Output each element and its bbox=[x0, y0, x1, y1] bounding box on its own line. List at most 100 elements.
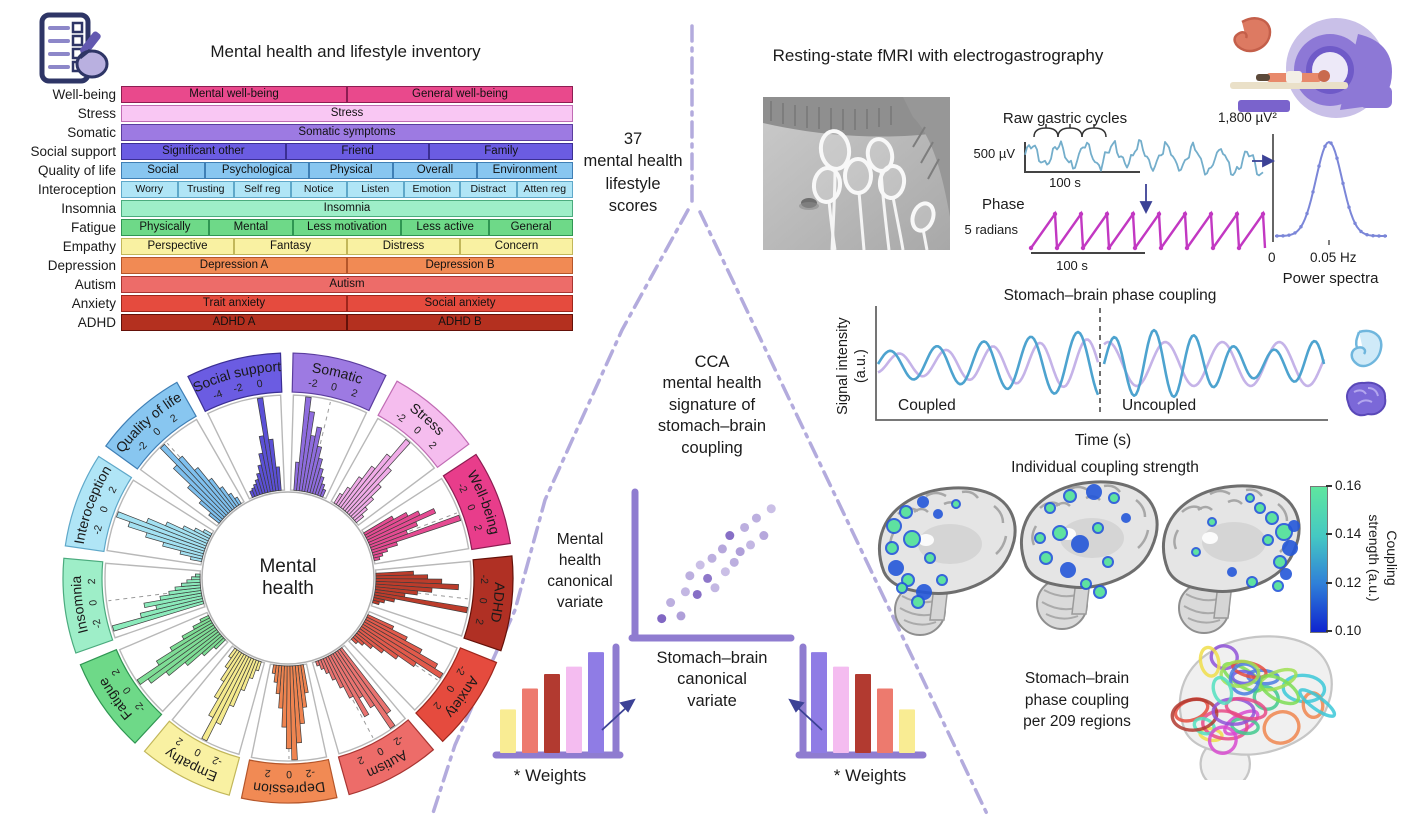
cca-title: CCA mental health signature of stomach–b… bbox=[657, 353, 767, 457]
inventory-row-label: Fatigue bbox=[70, 220, 116, 235]
inventory-cell: Social bbox=[121, 162, 205, 179]
egg-electrode-wires bbox=[827, 166, 929, 250]
inventory-cell: Overall bbox=[393, 162, 477, 179]
raw-gastric-title: Raw gastric cycles bbox=[1002, 110, 1128, 127]
inventory-cell: Somatic symptoms bbox=[121, 124, 573, 141]
svg-text:0: 0 bbox=[98, 505, 111, 515]
inventory-cell: Environment bbox=[476, 162, 574, 179]
coupled-label: Coupled bbox=[898, 397, 956, 414]
inventory-row-label: Social support bbox=[30, 144, 116, 159]
brain-icon bbox=[1346, 381, 1387, 417]
pencil-hand-icon bbox=[75, 31, 109, 79]
inventory-row-label: Stress bbox=[77, 106, 116, 121]
power-spectra-title: Power spectra bbox=[1282, 270, 1379, 287]
inventory-cell: Worry bbox=[121, 181, 178, 198]
regions-note: Stomach–brain phase coupling per 209 reg… bbox=[1023, 670, 1131, 731]
inventory-row-label: Empathy bbox=[62, 239, 116, 254]
inventory-row-label: Autism bbox=[74, 277, 116, 292]
mh-variate-label: Mental health canonical variate bbox=[547, 531, 613, 611]
svg-text:-2: -2 bbox=[478, 575, 490, 585]
inventory-cell: Self reg bbox=[234, 181, 291, 198]
inventory-row: Autism Autism bbox=[6, 276, 573, 293]
inventory-cell: Family bbox=[429, 143, 574, 160]
colorbar-tick-mark bbox=[1326, 485, 1332, 487]
inventory-row-label: Insomnia bbox=[61, 201, 116, 216]
svg-text:0: 0 bbox=[87, 599, 100, 606]
svg-text:2: 2 bbox=[109, 667, 122, 678]
inventory-cell: Friend bbox=[285, 143, 430, 160]
brain-slice bbox=[1019, 480, 1159, 630]
svg-text:2: 2 bbox=[106, 484, 119, 495]
coupling-colorbar bbox=[1310, 486, 1328, 633]
svg-text:2: 2 bbox=[264, 767, 271, 780]
inventory-row-label: Anxiety bbox=[71, 296, 116, 311]
svg-text:-2: -2 bbox=[90, 618, 104, 630]
coupling-ylabel: Signal intensity (a.u.) bbox=[834, 317, 869, 415]
coupling-plot bbox=[868, 302, 1333, 432]
weights-left-label: * Weights bbox=[513, 766, 587, 785]
individual-title: Individual coupling strength bbox=[1011, 459, 1199, 476]
inventory-cell: Trusting bbox=[177, 181, 234, 198]
inventory-cell: Significant other bbox=[121, 143, 286, 160]
brain-slice bbox=[1161, 484, 1301, 634]
svg-text:0: 0 bbox=[286, 768, 292, 780]
cca-scatter bbox=[625, 488, 797, 648]
inventory-cell: Perspective bbox=[121, 238, 234, 255]
svg-text:-2: -2 bbox=[232, 381, 244, 395]
colorbar-tick-mark bbox=[1326, 630, 1332, 632]
weights-left-chart bbox=[492, 640, 624, 765]
inventory-cell: General well-being bbox=[347, 86, 573, 103]
colorbar-tick-label: 0.12 bbox=[1335, 574, 1362, 590]
inventory-cell: Less motivation bbox=[292, 219, 402, 236]
svg-text:0: 0 bbox=[121, 684, 134, 696]
phase-label: Phase bbox=[982, 196, 1025, 213]
inventory-cell: Autism bbox=[121, 276, 573, 293]
colorbar-tick-label: 0.14 bbox=[1335, 526, 1362, 542]
brain-slices bbox=[868, 476, 1308, 644]
phase-plot bbox=[1025, 206, 1273, 258]
inventory-cell: Atten reg bbox=[516, 181, 573, 198]
egg-electrodes-photo bbox=[763, 97, 950, 250]
svg-text:-2: -2 bbox=[308, 377, 319, 390]
mri-scanner-icon bbox=[1230, 17, 1392, 118]
inventory-row-label: Well-being bbox=[52, 87, 116, 102]
inventory-cell: Distract bbox=[460, 181, 517, 198]
inventory-cell: General bbox=[489, 219, 573, 236]
svg-text:2: 2 bbox=[471, 523, 484, 532]
scores-note: 37 mental health lifestyle scores bbox=[583, 130, 683, 215]
svg-text:2: 2 bbox=[350, 387, 360, 400]
inventory-cell: Physically bbox=[121, 219, 209, 236]
svg-text:2: 2 bbox=[168, 412, 180, 425]
svg-text:0: 0 bbox=[330, 381, 339, 394]
stomach-red-icon bbox=[1233, 17, 1272, 53]
svg-text:-4: -4 bbox=[211, 388, 224, 403]
inventory-cell: ADHD A bbox=[121, 314, 347, 331]
svg-text:-2: -2 bbox=[211, 753, 224, 768]
raw-gastric-yscale: 500 µV bbox=[973, 146, 1015, 161]
phase-yscale: 5 radians bbox=[964, 222, 1018, 237]
inventory-cell: Physical bbox=[309, 162, 394, 179]
inventory-row-label: Somatic bbox=[67, 125, 116, 140]
svg-text:0: 0 bbox=[192, 745, 203, 758]
stomach-icon bbox=[1350, 329, 1383, 368]
svg-text:2: 2 bbox=[174, 735, 186, 748]
inventory-cell: Less active bbox=[401, 219, 490, 236]
power-spectra-plot bbox=[1265, 128, 1393, 248]
coupling-title: Stomach–brain phase coupling bbox=[1003, 287, 1217, 304]
svg-text:-2: -2 bbox=[91, 524, 105, 536]
svg-text:0: 0 bbox=[443, 683, 456, 695]
egg-electrodes bbox=[811, 129, 936, 233]
inventory-cell: Listen bbox=[347, 181, 404, 198]
power-peak-label: 1,800 µV² bbox=[1218, 110, 1277, 125]
inventory-cell: Depression A bbox=[121, 257, 347, 274]
inventory-cell: Concern bbox=[460, 238, 573, 255]
